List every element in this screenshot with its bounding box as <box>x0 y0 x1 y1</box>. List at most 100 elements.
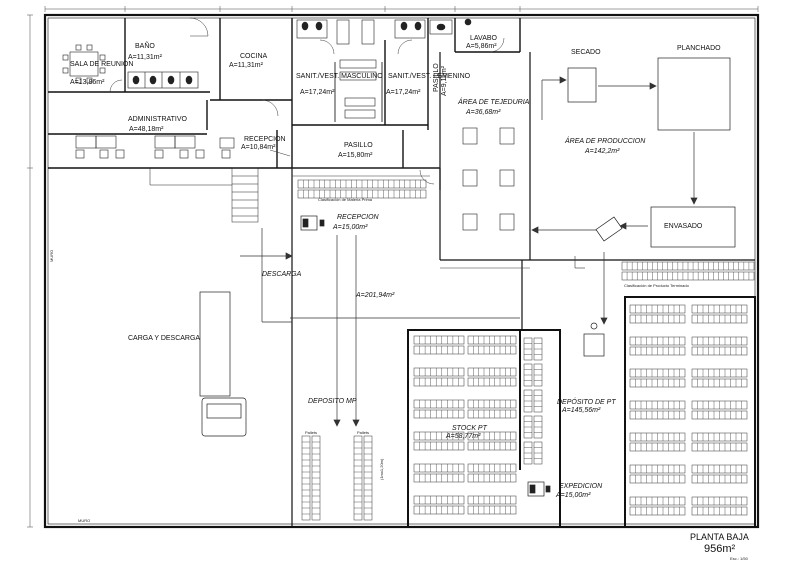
stock-rack-left <box>413 463 465 473</box>
lavabo-name: LAVABO <box>470 35 498 42</box>
bano-area: A=11,31m² <box>128 54 163 61</box>
lavabo-area: A=5,86m² <box>466 43 497 50</box>
envasado-name: ENVASADO <box>664 223 703 230</box>
secado-name: SECADO <box>571 49 601 56</box>
stock-rack-left <box>413 367 465 377</box>
partition-lines <box>292 167 585 269</box>
loom-machines-icon <box>462 127 515 231</box>
forklift-icon <box>583 216 623 357</box>
stock-rack-right <box>467 473 517 483</box>
stock-rack-right <box>467 377 517 387</box>
pasillo-v-name: PASILLO <box>433 63 440 92</box>
expedition-desk-icon <box>527 481 551 497</box>
pallets-note-2: Pallets <box>357 430 369 435</box>
meeting-table-icon <box>62 44 106 84</box>
production-machines-icon <box>567 57 736 248</box>
stock-rack-right <box>467 441 517 451</box>
pallet-size-note: (1mx1,20m) <box>379 458 384 480</box>
recepcion-mp-name: RECEPCION <box>337 214 380 221</box>
stair-icon <box>149 167 259 223</box>
administrativo-name: ADMINISTRATIVO <box>128 116 188 123</box>
stock-rack-right <box>467 463 517 473</box>
muro-left-note: MURO <box>49 250 54 262</box>
stock-rack-right <box>467 399 517 409</box>
sanitary-fixtures-icon <box>296 19 426 122</box>
descarga-name: DESCARGA <box>262 271 302 278</box>
top-dimension-line <box>44 6 759 12</box>
bano-name: BAÑO <box>135 41 155 50</box>
stock-rack-left <box>413 345 465 355</box>
recepcion-mp-area: A=15,00m² <box>332 224 368 231</box>
produccion-area: A=142,2m² <box>584 148 620 155</box>
pasillo-name: PASILLO <box>344 142 373 149</box>
pasillo-area: A=15,80m² <box>338 152 373 159</box>
deposito-pt-area: A=145,56m² <box>561 407 601 414</box>
deposito-mp-name: DEPOSITO MP <box>308 398 357 405</box>
tejeduria-area: A=36,68m² <box>465 109 501 116</box>
recepcion-of-area: A=10,84m² <box>241 144 276 151</box>
stock-rack-right <box>467 495 517 505</box>
room-labels: SALA DE REUNION A=13,86m² BAÑO A=11,31m²… <box>70 35 721 499</box>
production-walls <box>291 52 755 527</box>
pallets-note-1: Pallets <box>305 430 317 435</box>
deposito-mp-area: A=201,94m² <box>355 292 395 299</box>
cocina-name: COCINA <box>240 53 268 60</box>
pasillo-v-area: A=9,11m² <box>441 65 448 96</box>
muro-bottom-note: MURO <box>78 518 90 523</box>
note-labels: Clasificación de Materia Prima Clasifica… <box>49 197 690 523</box>
stock-rack-right <box>467 409 517 419</box>
administrativo-area: A=48,18m² <box>129 126 164 133</box>
stock-pt-area: A=58,77m² <box>445 433 481 440</box>
pallet-racks-stock <box>413 335 543 515</box>
expedicion-name: EXPEDICION <box>559 483 603 490</box>
clasif-mp-note: Clasificación de Materia Prima <box>318 197 373 202</box>
title-scale: Esc.: 1/50 <box>730 556 749 561</box>
lavabo-fixtures-icon <box>429 18 472 35</box>
left-dimension-line <box>27 14 33 528</box>
stock-rack-left <box>413 441 465 451</box>
stock-rack-left <box>413 335 465 345</box>
pallet-racks-mp-top <box>297 179 427 199</box>
bathroom-fixtures-icon <box>127 71 199 89</box>
sanit-masc-area: A=17,24m² <box>300 89 335 96</box>
stock-rack-right <box>467 345 517 355</box>
tejeduria-name: ÁREA DE TEJEDURIA <box>457 97 530 106</box>
title-area: 956m² <box>704 543 736 555</box>
clasif-pt-note: Clasificación de Producto Terminado <box>624 283 690 288</box>
planchado-name: PLANCHADO <box>677 45 721 52</box>
stock-rack-left <box>413 473 465 483</box>
recepcion-of-name: RECEPCION <box>244 136 286 143</box>
office-walls <box>48 18 521 169</box>
stock-rack-left <box>413 409 465 419</box>
office-desks-icon <box>75 135 235 159</box>
title-block: PLANTA BAJA 956m² Esc.: 1/50 <box>690 532 749 561</box>
title-name: PLANTA BAJA <box>690 532 749 542</box>
deposito-pt-name: DEPÓSITO DE PT <box>557 397 616 406</box>
door-swings <box>109 17 505 185</box>
carga-descarga-name: CARGA Y DESCARGA <box>128 335 200 342</box>
stock-rack-left <box>413 399 465 409</box>
stock-borders <box>407 296 756 528</box>
stock-rack-left <box>413 505 465 515</box>
produccion-name: ÁREA DE PRODUCCION <box>564 136 646 145</box>
reception-desk-icon <box>300 215 325 231</box>
pallet-racks-pt-right <box>621 261 755 516</box>
pallet-racks-mp-bottom <box>301 435 373 521</box>
sanit-fem-area: A=17,24m² <box>386 89 421 96</box>
stock-rack-right <box>467 335 517 345</box>
flow-arrows <box>240 76 698 427</box>
stock-rack-left <box>413 377 465 387</box>
stock-rack-right <box>467 367 517 377</box>
stock-pt-name: STOCK PT <box>452 425 488 432</box>
stock-rack-right <box>467 431 517 441</box>
sala-reunion-name: SALA DE REUNION <box>70 61 133 68</box>
stock-rack-left <box>413 431 465 441</box>
sanit-masc-name: SANIT./VEST. MASCULINO <box>296 73 383 80</box>
sala-reunion-area: A=13,86m² <box>70 79 105 86</box>
cocina-area: A=11,31m² <box>229 62 264 69</box>
truck-icon <box>199 291 247 437</box>
outer-walls <box>43 13 760 529</box>
stock-rack-left <box>413 495 465 505</box>
expedicion-area: A=15,00m² <box>555 492 591 499</box>
